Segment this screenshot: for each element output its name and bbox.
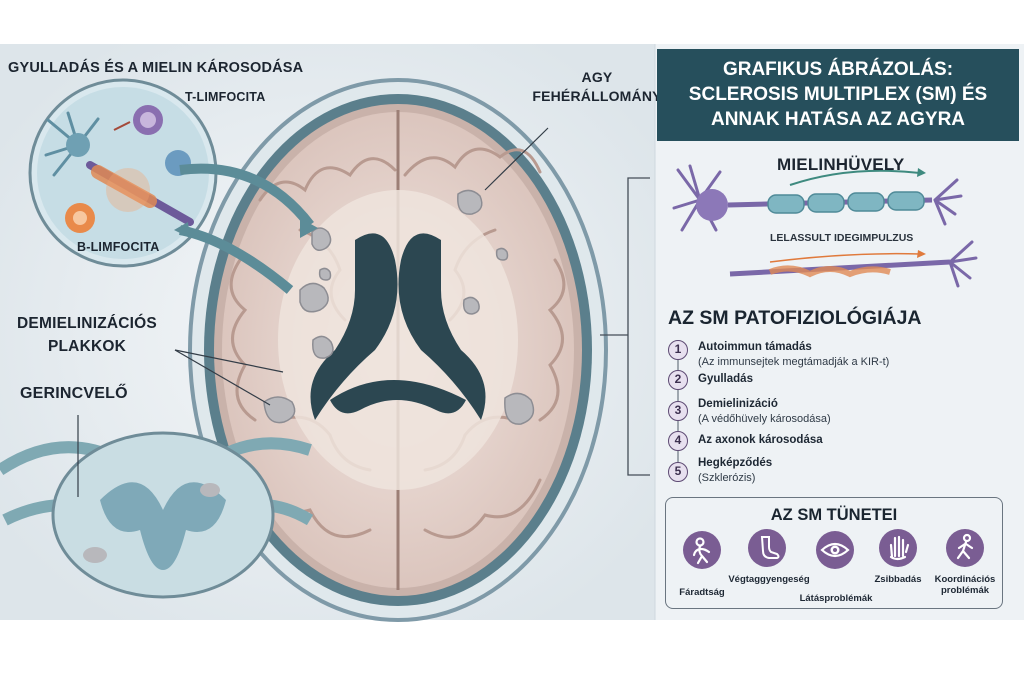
step-main-text: Gyulladás (698, 373, 753, 385)
symptom-label-coordination-line1: Koordinációs (934, 574, 996, 585)
symptom-label-limb-weakness: Végtaggyengeség (728, 574, 810, 585)
step-number: 5 (668, 462, 688, 482)
step-number: 3 (668, 401, 688, 421)
plaques-label-line1: DEMIELINIZÁCIÓS (17, 315, 157, 332)
step-main-text: Az axonok károsodása (698, 434, 823, 446)
main-title: GRAFIKUS ÁBRÁZOLÁS: SCLEROSIS MULTIPLEX … (657, 49, 1019, 141)
step-sub-text: (A védőhüvely károsodása) (698, 413, 831, 425)
symptom-label-numbness: Zsibbadás (874, 574, 922, 585)
step-sub-text: (Az immunsejtek megtámadják a KIR-t) (698, 356, 890, 368)
white-matter-label: AGY FEHÉRÁLLOMÁNY (522, 68, 672, 106)
myelin-neuron-illustration (672, 164, 978, 288)
main-title-line1: GRAFIKUS ÁBRÁZOLÁS: (722, 59, 954, 80)
walking-person-icon (946, 529, 984, 567)
symptom-label-coordination-line2: problémák (940, 585, 990, 596)
step-sub-text: (Szklerózis) (698, 472, 756, 484)
symptom-label-vision: Látásproblémák (799, 593, 873, 604)
pathophysiology-title: AZ SM PATOFIZIOLÓGIÁJA (668, 307, 922, 329)
step-number: 2 (668, 370, 688, 390)
symptoms-title: AZ SM TÜNETEI (770, 506, 898, 524)
main-title-line3: ANNAK HATÁSA AZ AGYRA (710, 109, 966, 130)
main-title-line2: SCLEROSIS MULTIPLEX (SM) ÉS (688, 84, 988, 105)
foot-icon (748, 529, 786, 567)
step-main-text: Demielinizáció (698, 398, 778, 410)
b-cell-label: B-LIMFOCITA (77, 240, 160, 254)
tired-person-icon (683, 531, 721, 569)
inflammation-label: GYULLADÁS ÉS A MIELIN KÁROSODÁSA (8, 60, 304, 76)
slowed-impulse-label: LELASSULT IDEGIMPULZUS (770, 232, 914, 244)
plaques-label-line2: PLAKKOK (47, 338, 127, 355)
hand-icon (879, 529, 917, 567)
step-number: 4 (668, 431, 688, 451)
spinal-cord-label: GERINCVELŐ (20, 385, 128, 402)
plaques-label: DEMIELINIZÁCIÓS PLAKKOK (12, 312, 162, 358)
spinal-cord-illustration (0, 431, 314, 599)
white-matter-label-line1: AGY (581, 69, 613, 85)
white-matter-label-line2: FEHÉRÁLLOMÁNY (532, 88, 662, 104)
symptom-label-fatigue: Fáradtság (679, 587, 725, 598)
symptom-label-coordination: Koordinációs problémák (928, 574, 1002, 596)
t-cell-label: T-LIMFOCITA (185, 90, 266, 104)
step-main-text: Hegképződés (698, 457, 773, 469)
myelin-sheath-label: MIELINHÜVELY (777, 155, 905, 174)
step-main-text: Autoimmun támadás (698, 341, 812, 353)
inflammation-illustration (28, 78, 218, 268)
eye-icon (816, 531, 854, 569)
step-number: 1 (668, 340, 688, 360)
symptoms-panel: AZ SM TÜNETEI Fáradtság Végtaggyengeség … (665, 497, 1003, 609)
